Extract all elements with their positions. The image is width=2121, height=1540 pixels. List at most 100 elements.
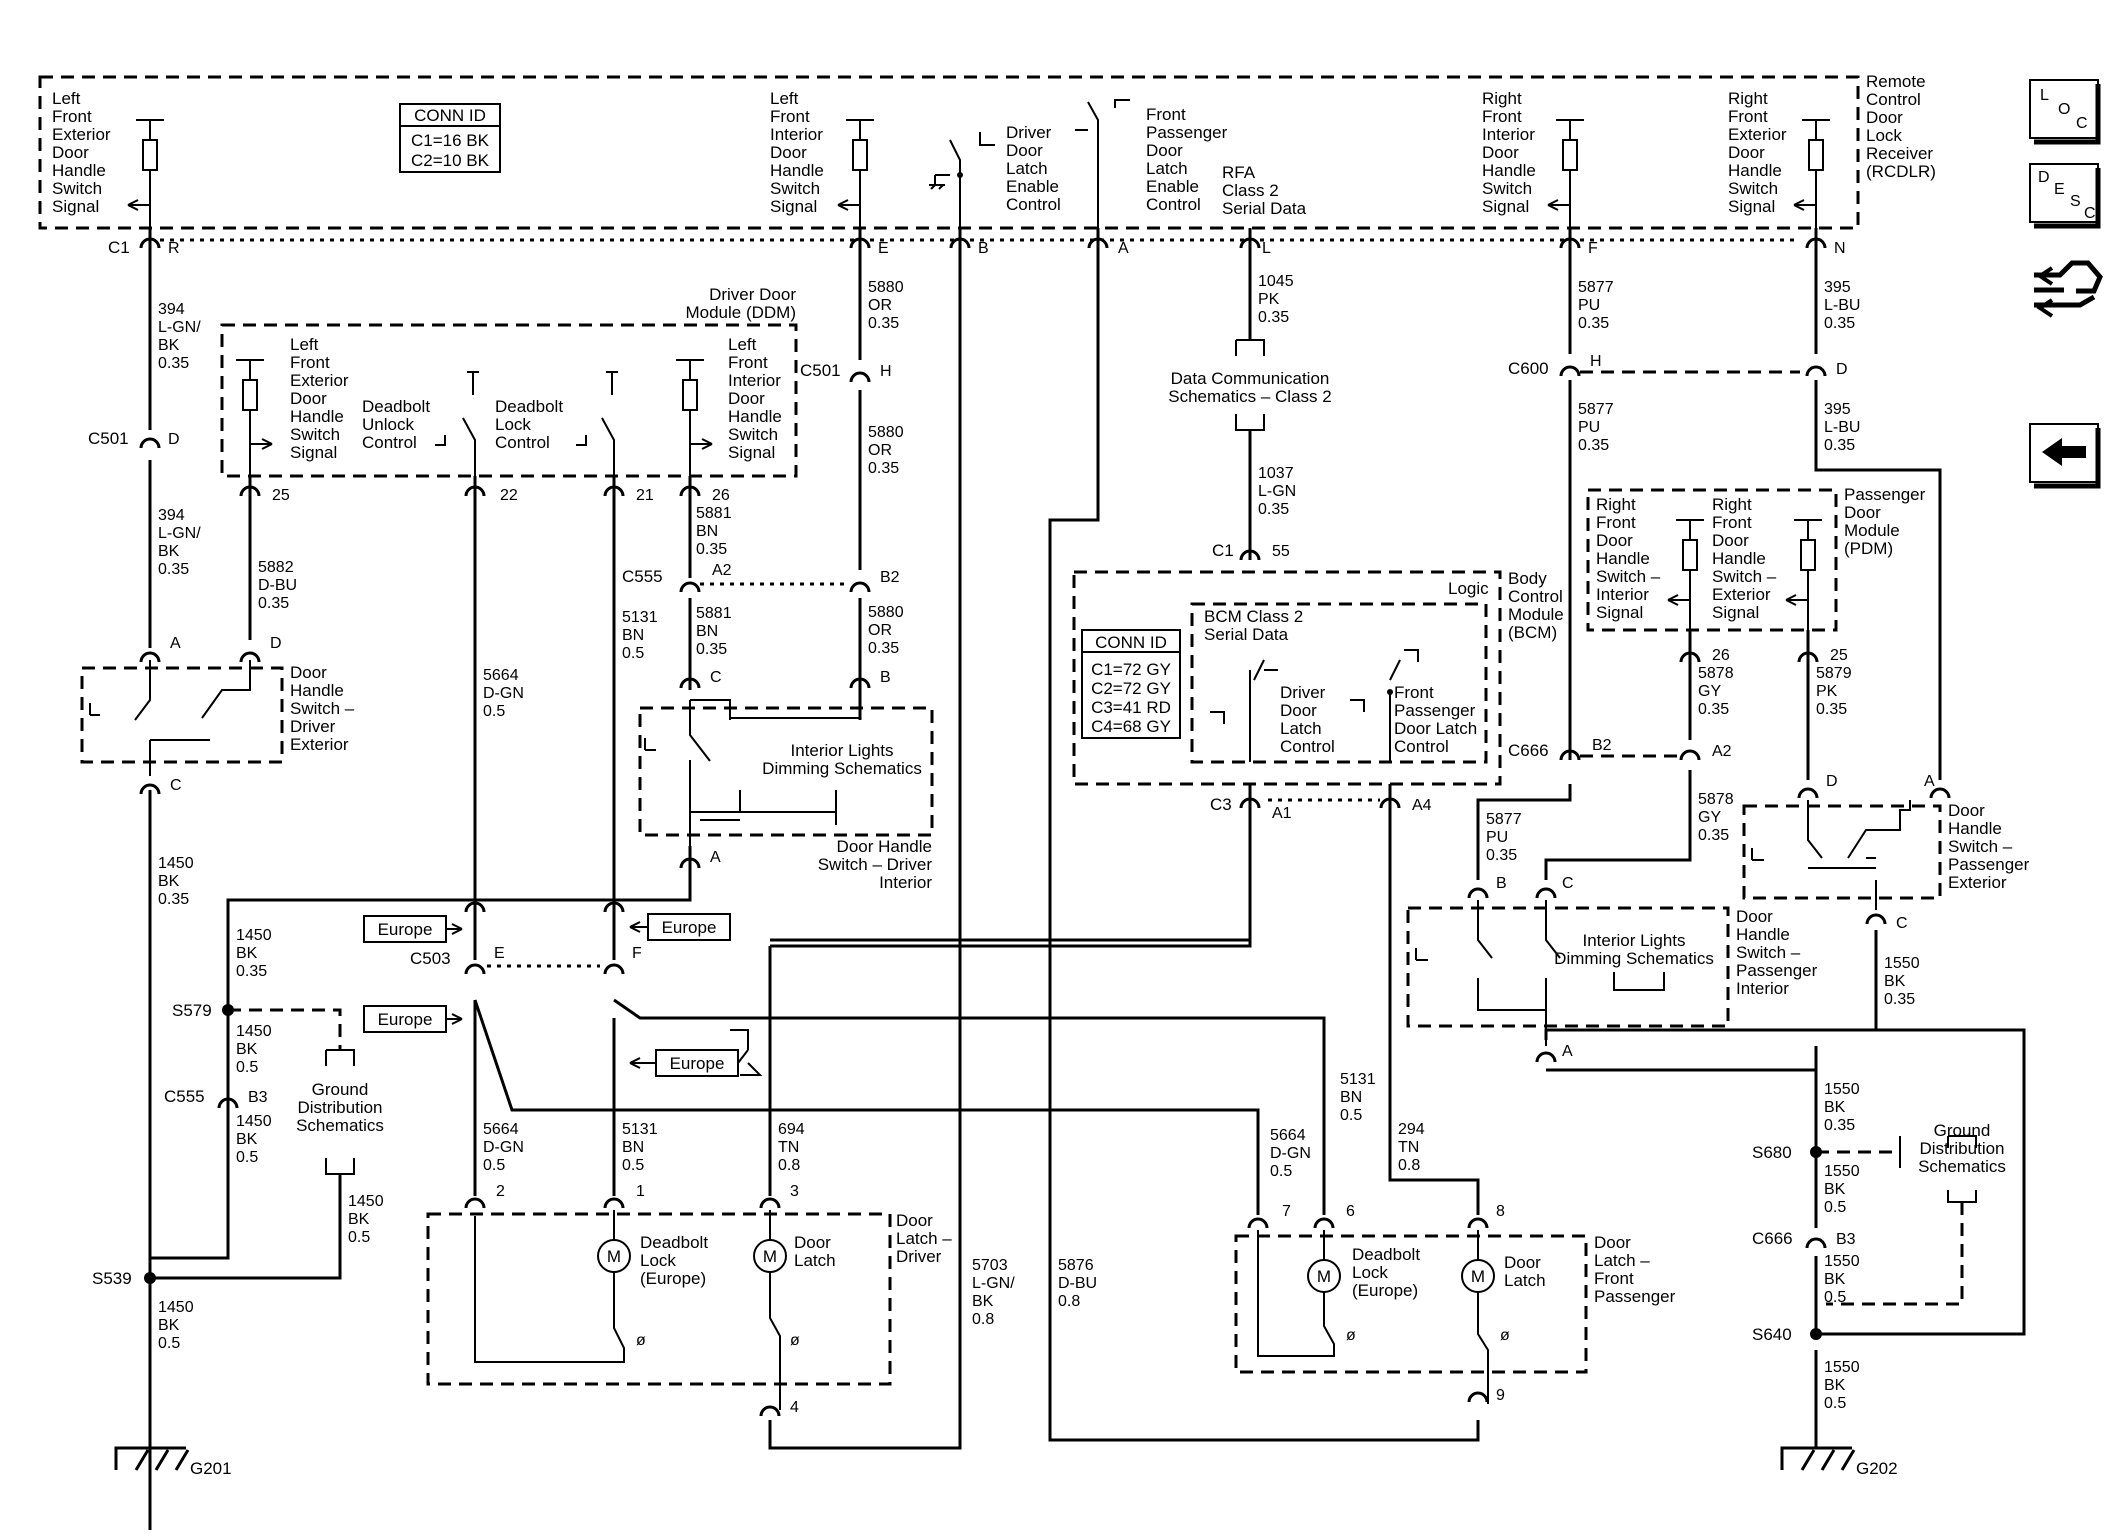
ddm-module-box	[220, 323, 798, 478]
connector-arc	[239, 651, 261, 663]
loc-button[interactable]: L O C	[2029, 79, 2101, 145]
svg-text:0.5: 0.5	[483, 703, 505, 720]
svg-text:L: L	[2040, 87, 2049, 104]
connector-arc	[603, 963, 625, 975]
connector-arc	[464, 1197, 486, 1209]
ddm-pins: 25 22 21 26	[272, 487, 730, 504]
svg-text:Switch –: Switch –	[1948, 837, 2013, 856]
back-arrow-button[interactable]	[2029, 423, 2101, 489]
svg-text:Latch: Latch	[794, 1251, 836, 1270]
c501-label-left: C501	[88, 429, 129, 448]
svg-text:0.35: 0.35	[1824, 437, 1855, 454]
svg-text:Body: Body	[1508, 569, 1547, 588]
c666-label-right: C666	[1752, 1229, 1793, 1248]
s539-splice	[144, 1272, 156, 1284]
desc-button[interactable]: D E S C	[2029, 163, 2101, 229]
c503-label: C503	[410, 949, 451, 968]
bcm-internal-switches	[1210, 649, 1419, 762]
pin-c-dh-pass-ext: C	[1896, 915, 1908, 932]
europe-tag-1: Europe	[363, 915, 463, 943]
pin-f-c503: F	[632, 945, 642, 962]
svg-text:294: 294	[1398, 1121, 1425, 1138]
svg-text:BK: BK	[236, 1131, 258, 1148]
svg-text:C3=41 RD: C3=41 RD	[1091, 698, 1171, 717]
pin-c-dh-drv-ext: C	[170, 777, 182, 794]
svg-text:C1=16 BK: C1=16 BK	[411, 131, 490, 150]
svg-text:5878: 5878	[1698, 665, 1734, 682]
svg-text:Latch: Latch	[1006, 159, 1048, 178]
svg-text:Handle: Handle	[728, 407, 782, 426]
svg-text:2: 2	[496, 1183, 505, 1200]
svg-text:Switch: Switch	[770, 179, 820, 198]
wire-5876	[1048, 228, 1480, 1442]
svg-text:Switch –: Switch –	[1596, 567, 1661, 586]
svg-text:Door: Door	[1948, 801, 1985, 820]
connector-arc	[1535, 1051, 1557, 1063]
svg-text:5878: 5878	[1698, 791, 1734, 808]
ground-g202-icon: G202	[1780, 1420, 1898, 1478]
connector-hand-icon[interactable]	[2034, 260, 2103, 318]
svg-text:C: C	[2084, 205, 2096, 222]
pin-c-dh-drv-int: C	[710, 669, 722, 686]
svg-text:1450: 1450	[348, 1193, 384, 1210]
svg-text:Driver: Driver	[1280, 683, 1326, 702]
svg-text:D-GN: D-GN	[483, 1139, 524, 1156]
bcm-logic-label: Logic	[1448, 579, 1489, 598]
svg-text:1550: 1550	[1824, 1359, 1860, 1376]
svg-text:Serial Data: Serial Data	[1222, 199, 1307, 218]
svg-text:0.35: 0.35	[1884, 991, 1915, 1008]
pin-b3-c555: B3	[248, 1089, 268, 1106]
svg-text:Exterior: Exterior	[1948, 873, 2007, 892]
wire-bcm-driver-latch	[770, 784, 1252, 942]
latch-pass-box	[1234, 1234, 1588, 1374]
pin-h-c600: H	[1590, 353, 1602, 370]
svg-text:Right: Right	[1728, 89, 1768, 108]
svg-text:Door Handle: Door Handle	[837, 837, 932, 856]
svg-text:Latch: Latch	[1280, 719, 1322, 738]
svg-text:Right: Right	[1482, 89, 1522, 108]
svg-text:Passenger: Passenger	[1594, 1287, 1676, 1306]
rcdlr-pullup-resistors	[127, 119, 1830, 228]
svg-text:Distribution: Distribution	[1919, 1139, 2004, 1158]
rcdlr-pins: C1 R E B A L F N	[108, 238, 1846, 257]
svg-text:5880: 5880	[868, 604, 904, 621]
svg-text:L-GN: L-GN	[1258, 483, 1296, 500]
svg-text:26: 26	[712, 487, 730, 504]
svg-text:Door: Door	[1736, 907, 1773, 926]
latch-driver-internal	[474, 1210, 781, 1410]
connector-arc	[1467, 1217, 1489, 1229]
latch-driver-switch-mark: ø	[636, 1332, 646, 1349]
pin-a-dh-drv-int: A	[710, 849, 721, 866]
svg-text:Receiver: Receiver	[1866, 144, 1933, 163]
connector-arc	[1805, 1237, 1827, 1249]
svg-text:Control: Control	[362, 433, 417, 452]
svg-text:Control: Control	[1146, 195, 1201, 214]
svg-text:Door Latch: Door Latch	[1394, 719, 1477, 738]
pdm-resistor-1	[1682, 539, 1698, 571]
connector-arc	[139, 783, 161, 795]
s539-label: S539	[92, 1269, 132, 1288]
svg-text:Left: Left	[290, 335, 319, 354]
svg-text:Handle: Handle	[770, 161, 824, 180]
svg-text:Interior: Interior	[1482, 125, 1535, 144]
svg-text:Europe: Europe	[378, 920, 433, 939]
svg-text:1045: 1045	[1258, 273, 1294, 290]
svg-text:0.5: 0.5	[622, 1157, 644, 1174]
europe-tag-3: Europe	[363, 1005, 463, 1033]
svg-text:Passenger: Passenger	[1146, 123, 1228, 142]
